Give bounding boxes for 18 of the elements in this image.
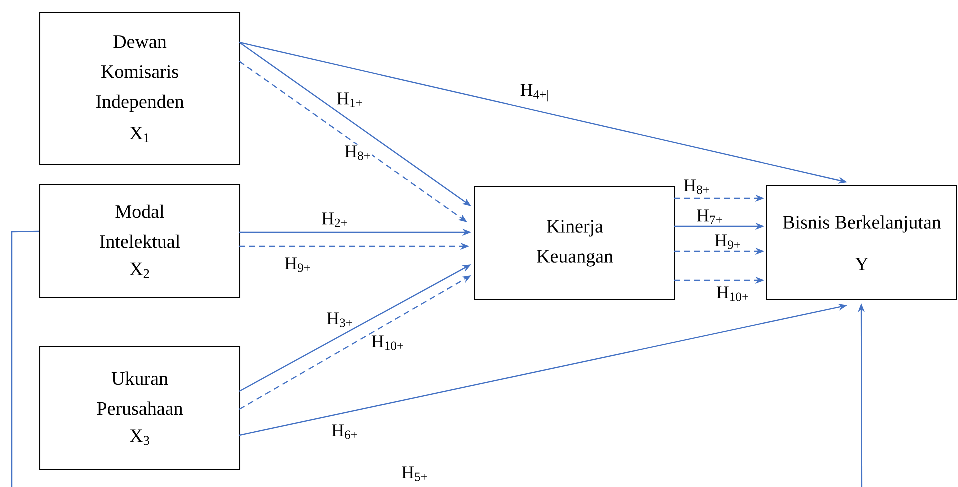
variable-box: Kinerja Keuangan (474, 186, 676, 300)
variable-box: Ukuran Perusahaan X$_{3}$ (40, 346, 240, 470)
edge-label: H$_{10+}$ (370, 334, 406, 352)
edge-label: H$_{8+}$ (682, 178, 712, 196)
variable-box: Modal Intelektual X$_{2}$ (40, 184, 240, 298)
edge-label: H$_{9+}$ (714, 234, 742, 250)
edge-label: H$_{9+}$ (284, 256, 312, 274)
variable-box: Dewan Komisaris Independen X$_{1}$ (40, 12, 240, 166)
edge-label: H$_{4+|}$ (519, 83, 551, 103)
edge-label: H$_{10+}$ (715, 286, 751, 302)
variable-box: Bisnis Berkelanjutan Y (766, 186, 958, 300)
edge-label: H$_{5+}$ (400, 466, 430, 482)
edge-label: H$_{3+}$ (326, 312, 354, 328)
edge-label: H$_{2+}$ (320, 212, 350, 228)
edge-label: H$_{8+}$ (344, 144, 372, 162)
edge-label: H$_{7+}$ (696, 208, 724, 226)
edge-label: H$_{6+}$ (330, 424, 360, 440)
edge-label: H$_{1+}$ (336, 92, 364, 108)
